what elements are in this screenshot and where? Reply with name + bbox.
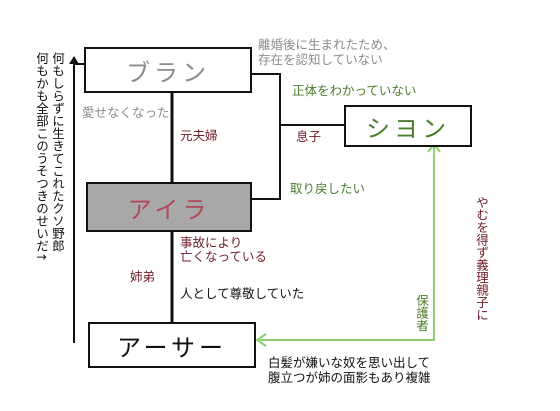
siblings-label: 姉弟: [130, 269, 156, 284]
bran-unloved-label: 愛せなくなった: [82, 105, 170, 120]
guardian-label: 保護者: [414, 294, 429, 332]
reclaim-label: 取り戻したい: [290, 181, 366, 196]
identity-label: 正体をわかっていない: [292, 83, 417, 98]
node-aira-label: アイラ: [127, 195, 211, 224]
left-vertical-text-2: 何もしらずに生きてこれたクソ野郎: [50, 52, 65, 252]
reluctant-label: やむを得ず義理親子に: [474, 196, 489, 321]
accident-label-line-1: 事故により: [180, 235, 243, 250]
accident-label-line-2: 亡くなっている: [180, 249, 267, 264]
node-bran: ブラン: [84, 47, 252, 93]
left-arrow-head: [69, 56, 79, 64]
node-shion-label: シヨン: [366, 114, 450, 143]
ex-spouse-label: 元夫婦: [180, 128, 218, 143]
respect-label: 人として尊敬していた: [180, 286, 305, 301]
guardian-arrow-head-left: [255, 333, 267, 347]
bran-note-line-1: 離婚後に生まれたため、: [258, 37, 396, 52]
left-vertical-text-1: 何もかも全部このうそつきのせいだ↑: [34, 52, 49, 263]
parents-bracket: [252, 73, 281, 200]
son-label: 息子: [296, 129, 322, 144]
arthur-feeling-line-2: 腹立つが姉の面影もあり複雑: [268, 370, 431, 385]
guardian-arrow: [260, 147, 435, 341]
node-arthur-label: アーサー: [116, 333, 228, 362]
node-arthur: アーサー: [88, 322, 256, 368]
node-bran-label: ブラン: [126, 58, 210, 87]
arthur-feeling-line-1: 白髪が嫌いな奴を思い出して: [268, 355, 431, 370]
node-aira: アイラ: [86, 182, 252, 232]
node-shion: シヨン: [344, 105, 472, 147]
bran-note-line-2: 存在を認知していない: [258, 52, 383, 67]
